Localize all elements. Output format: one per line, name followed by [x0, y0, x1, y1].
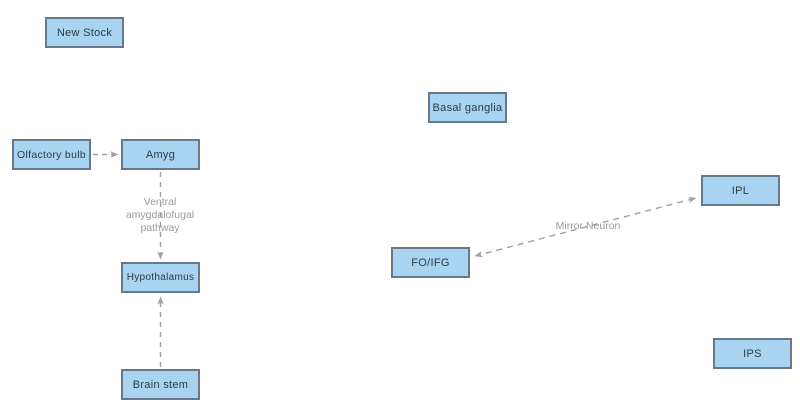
node-ips[interactable]: IPS	[713, 338, 792, 369]
node-label: IPL	[731, 184, 750, 197]
node-label: Hypothalamus	[126, 272, 195, 283]
node-label: Basal ganglia	[432, 101, 503, 114]
node-label: New Stock	[56, 26, 113, 39]
node-olfactory-bulb[interactable]: Olfactory bulb	[12, 139, 91, 170]
node-label: Olfactory bulb	[17, 148, 86, 161]
edge-label-mirror-neuron: Mirror Neuron	[555, 220, 621, 232]
node-label: Amyg	[145, 148, 176, 161]
node-amyg[interactable]: Amyg	[121, 139, 200, 170]
node-ipl[interactable]: IPL	[701, 175, 780, 206]
node-label: FO/IFG	[411, 256, 450, 269]
edge-fo-ifg-to-ipl	[474, 196, 697, 258]
node-label: Brain stem	[132, 378, 189, 391]
node-basal-ganglia[interactable]: Basal ganglia	[428, 92, 507, 123]
edge-label-ventral-amygdalofugal-pathway: Ventral amygdalofugal pathway	[125, 196, 195, 234]
node-brain-stem[interactable]: Brain stem	[121, 369, 200, 400]
node-label: IPS	[743, 347, 762, 360]
node-new-stock[interactable]: New Stock	[45, 17, 124, 48]
node-hypothalamus[interactable]: Hypothalamus	[121, 262, 200, 293]
node-fo-ifg[interactable]: FO/IFG	[391, 247, 470, 278]
